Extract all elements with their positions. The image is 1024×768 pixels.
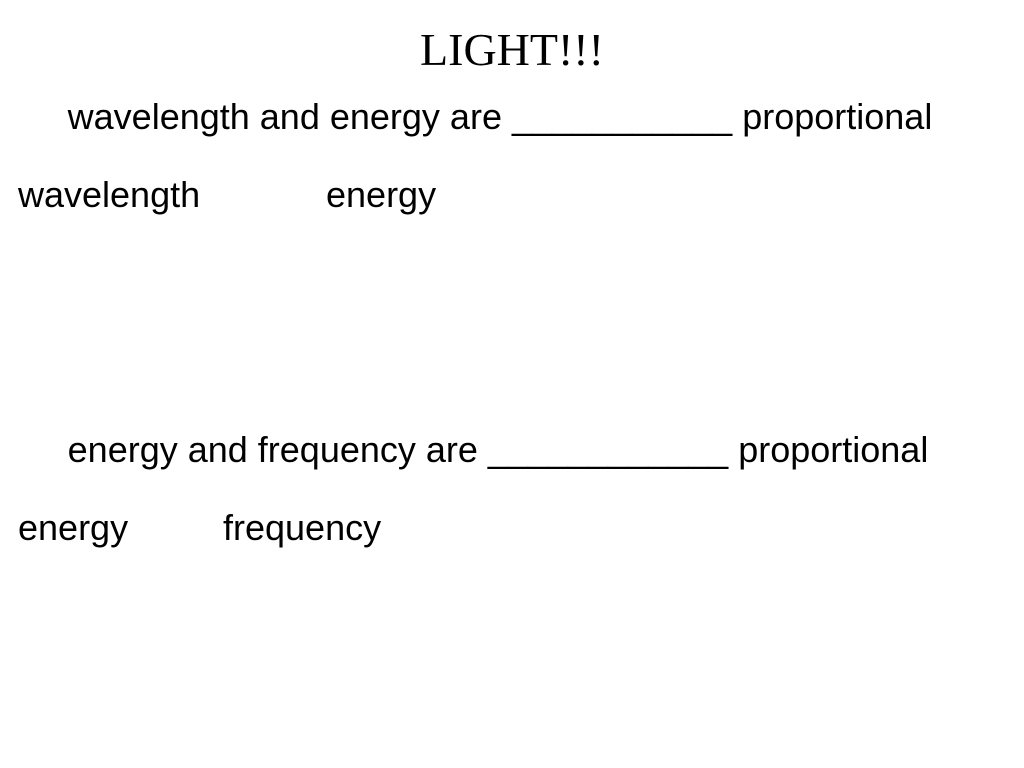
label-frequency: frequency <box>223 507 382 548</box>
label-wavelength: wavelength <box>18 174 201 215</box>
statement-wavelength-energy: wavelength and energy are ___________ pr… <box>67 96 933 137</box>
statement-energy-frequency: energy and frequency are ____________ pr… <box>67 429 929 470</box>
label-energy-2: energy <box>18 507 129 548</box>
label-energy: energy <box>326 174 437 215</box>
slide-title: LIGHT!!! <box>420 24 604 75</box>
